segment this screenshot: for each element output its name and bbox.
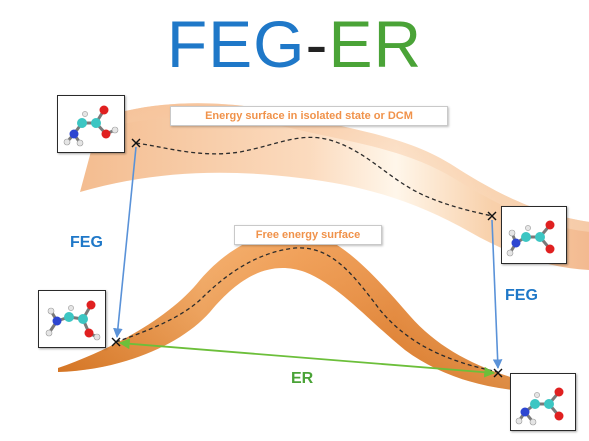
title-separator: - (305, 7, 329, 81)
molecule-icon-bottom-right (510, 373, 576, 431)
upper-energy-surface (80, 103, 589, 270)
cross-marker-upper-left (131, 138, 141, 148)
molecule-icon-bottom-left (38, 290, 106, 348)
feg-arrow-right (491, 219, 503, 369)
molecule-icon-top-right (501, 206, 567, 264)
lower-surface-label: Free energy surface (234, 225, 382, 245)
cross-marker-upper-right (487, 211, 497, 221)
er-label: ER (291, 370, 314, 387)
feg-label-right: FEG (505, 287, 538, 304)
lower-surface-shading (58, 230, 540, 392)
diagram-title: FEG-ER (0, 4, 589, 84)
cross-marker-lower-right (493, 368, 503, 378)
er-arrow (118, 338, 496, 378)
upper-dashed-path (135, 136, 493, 217)
upper-surface-label: Energy surface in isolated state or DCM (170, 106, 448, 126)
feg-label-left: FEG (70, 234, 103, 251)
feg-arrow-left (113, 146, 137, 338)
cross-marker-lower-left (111, 337, 121, 347)
title-feg: FEG (166, 7, 306, 81)
lower-dashed-path (115, 247, 499, 373)
molecule-icon-top-left (57, 95, 125, 153)
title-er: ER (328, 7, 423, 81)
